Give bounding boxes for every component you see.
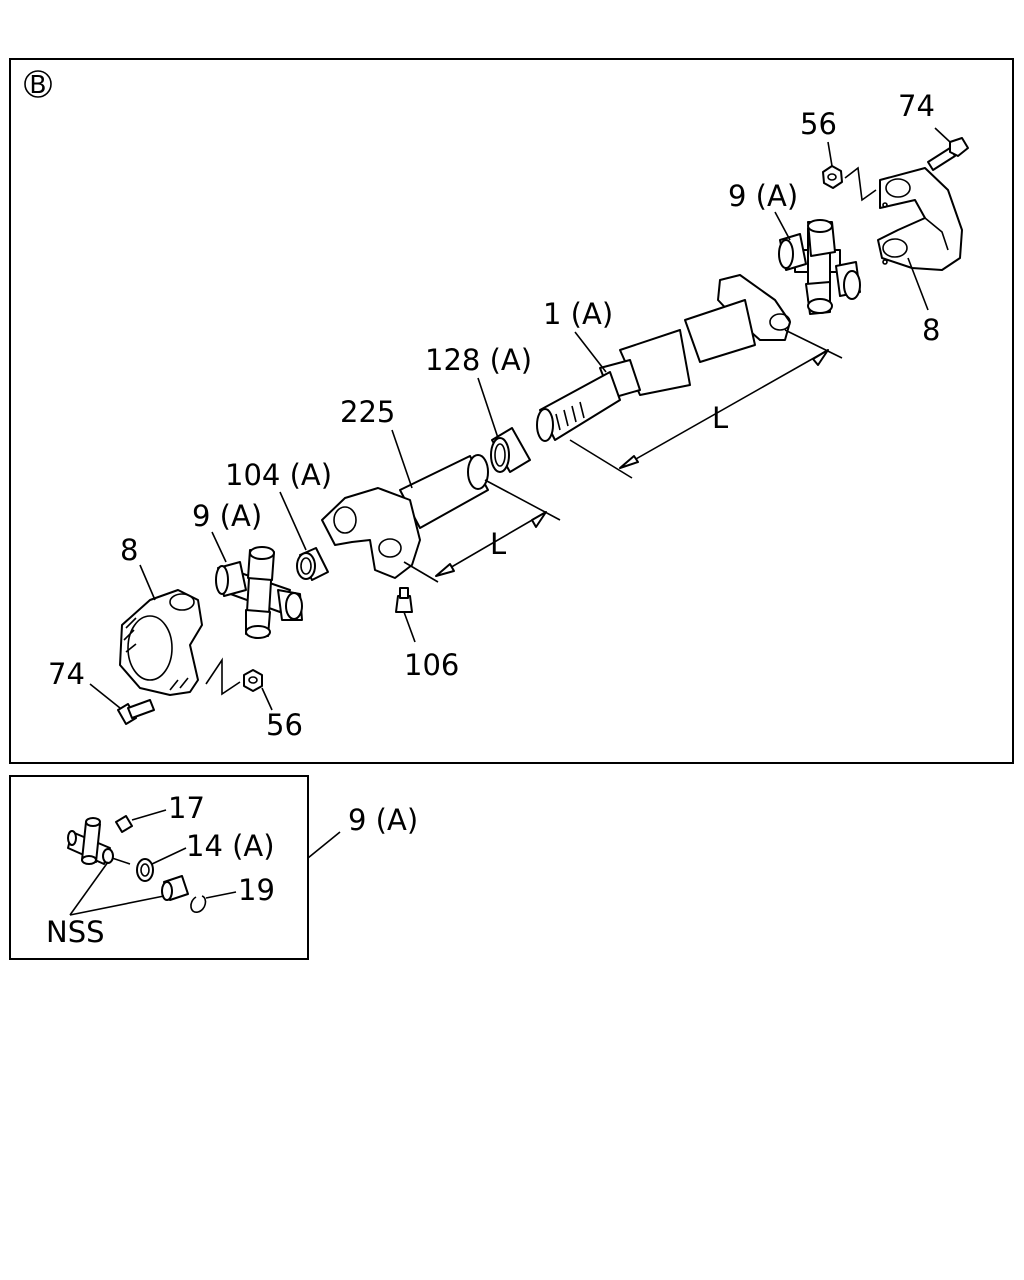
section-marker: B <box>24 70 52 99</box>
detail-snap-ring-19 <box>190 895 207 913</box>
bolt-74-left <box>117 699 155 725</box>
label-17: 17 <box>168 791 205 825</box>
label-225: 225 <box>340 395 395 429</box>
universal-joint-left <box>215 546 303 639</box>
seal-128a <box>490 427 531 473</box>
detail-cross-spider <box>67 817 114 865</box>
flange-yoke-left <box>119 589 203 696</box>
label-8-left: 8 <box>120 533 138 567</box>
nut-56-bottom-zigzag <box>205 657 241 696</box>
label-74-left: 74 <box>48 657 85 691</box>
detail-seal-14a <box>136 858 154 882</box>
bushing-104a <box>296 547 329 581</box>
propeller-shaft-tube <box>536 274 791 442</box>
label-56-top: 56 <box>800 107 837 141</box>
end-yoke-right <box>877 167 963 271</box>
label-9a-top: 9 (A) <box>728 179 798 213</box>
bolt-74-top <box>927 137 969 171</box>
nut-56-top <box>822 165 843 189</box>
label-128a: 128 (A) <box>425 343 532 377</box>
label-14a: 14 (A) <box>186 829 275 863</box>
label-9a-left: 9 (A) <box>192 499 262 533</box>
detail-bearing-cup <box>161 875 189 901</box>
label-8-right: 8 <box>922 313 940 347</box>
label-56-bottom: 56 <box>266 708 303 742</box>
nut-56-bottom <box>243 669 263 692</box>
universal-joint-top <box>778 219 861 315</box>
label-106: 106 <box>404 648 459 682</box>
section-marker-letter: B <box>29 70 46 99</box>
label-19: 19 <box>238 873 275 907</box>
grease-fitting-106 <box>395 587 413 613</box>
label-104a: 104 (A) <box>225 458 332 492</box>
label-nss: NSS <box>46 915 105 949</box>
detail-panel-frame <box>9 775 309 960</box>
label-74-top: 74 <box>898 89 935 123</box>
dimension-l-upper <box>569 329 843 479</box>
detail-leader-lines <box>69 809 341 916</box>
label-1a: 1 (A) <box>543 297 613 331</box>
nut-56-top-zigzag <box>844 166 877 202</box>
slip-yoke-225 <box>321 454 489 579</box>
label-l-lower: L <box>490 527 506 561</box>
leader-lines <box>89 127 951 711</box>
label-l-upper: L <box>712 401 728 435</box>
main-panel-frame <box>9 58 1014 764</box>
detail-grease-fitting-17 <box>115 815 133 833</box>
label-9a-callout: 9 (A) <box>348 803 418 837</box>
dimension-l-lower <box>403 479 561 583</box>
